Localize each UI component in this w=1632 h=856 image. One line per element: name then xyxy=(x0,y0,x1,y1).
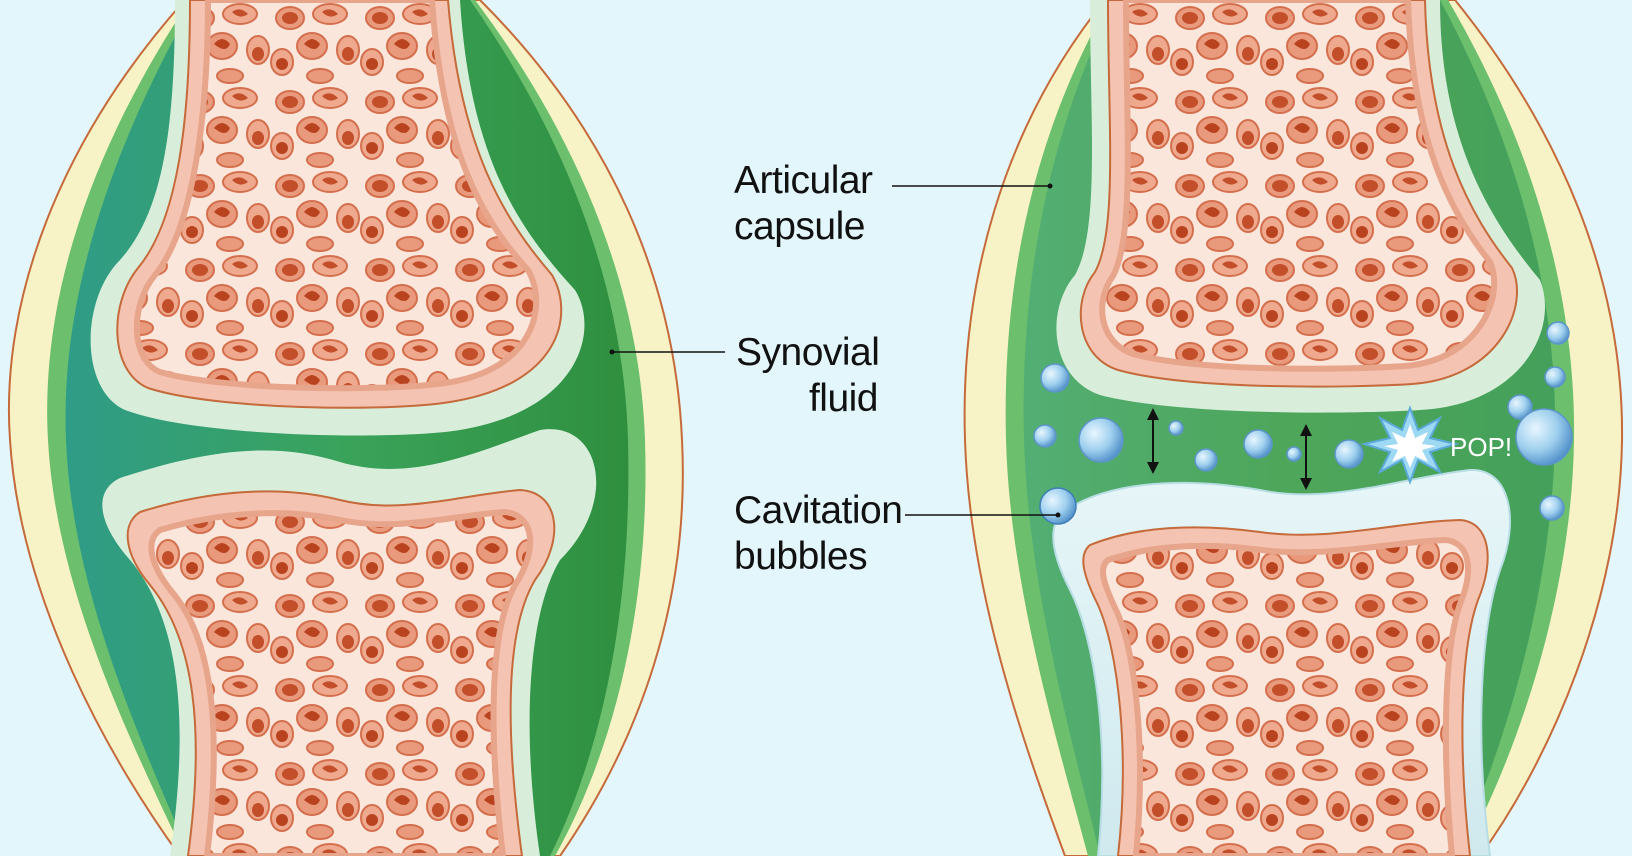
bubble xyxy=(1547,322,1569,344)
label-synovial-fluid: Synovial fluid xyxy=(736,330,878,422)
bubble xyxy=(1287,447,1301,461)
bubble xyxy=(1540,496,1564,520)
bubble xyxy=(1040,488,1076,524)
bubble xyxy=(1034,425,1056,447)
label-cavitation-bubbles: Cavitation bubbles xyxy=(734,488,902,580)
bubble xyxy=(1335,440,1363,468)
right-joint: POP! xyxy=(965,0,1622,856)
bubble xyxy=(1169,421,1183,435)
bubble xyxy=(1244,430,1272,458)
label-articular-capsule: Articular capsule xyxy=(734,158,873,250)
bubble xyxy=(1195,449,1217,471)
right-lower-spongy-bone xyxy=(1103,540,1468,856)
pop-label: POP! xyxy=(1450,432,1512,462)
bubble xyxy=(1079,418,1123,462)
left-joint xyxy=(9,0,683,856)
bubble xyxy=(1041,364,1069,392)
bubble xyxy=(1516,409,1572,465)
bubble xyxy=(1545,367,1565,387)
